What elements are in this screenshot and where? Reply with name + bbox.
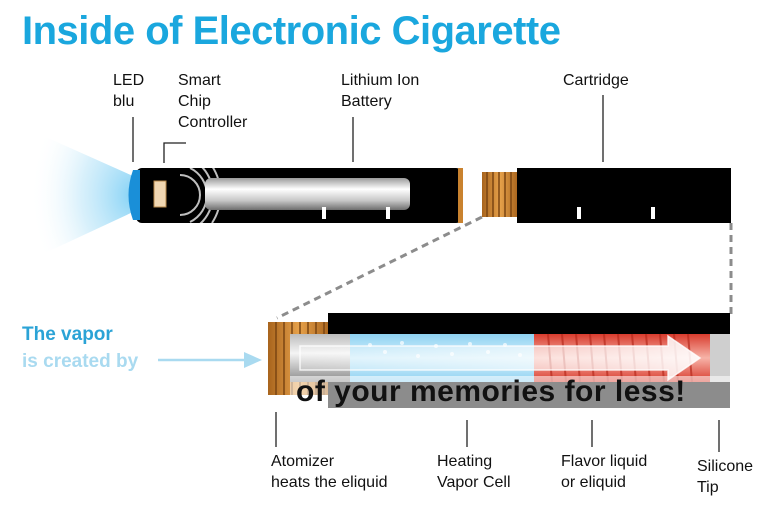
- label-flavor-liquid: Flavor liquid or eliquid: [561, 453, 648, 491]
- vapor-flow-arrow: [299, 334, 702, 382]
- led-glow: [30, 130, 133, 260]
- silicone-tip: [710, 334, 730, 382]
- led-light: [128, 170, 140, 220]
- label-smart-chip: Smart Chip Controller: [178, 72, 248, 131]
- diagram-title: Inside of Electronic Cigarette: [22, 9, 561, 53]
- label-battery: Lithium Ion Battery: [341, 72, 420, 110]
- overlay-caption: of your memories for less!: [296, 375, 686, 408]
- threaded-connector: [482, 172, 518, 217]
- cartridge-body: [517, 168, 731, 223]
- label-led: LED blu: [113, 72, 145, 110]
- label-atomizer: Atomizer heats the eliquid: [271, 453, 388, 491]
- vapor-callout-arrow: [244, 352, 262, 368]
- battery-cell: [205, 178, 410, 210]
- label-cartridge: Cartridge: [563, 72, 629, 89]
- label-silicone-tip: Silicone Tip: [697, 458, 754, 496]
- vapor-callout: The vapor is created by: [22, 321, 138, 375]
- vapor-callout-line1: The vapor: [22, 324, 113, 345]
- smart-chip: [153, 180, 167, 208]
- label-heating-vapor-cell: Heating Vapor Cell: [437, 453, 511, 491]
- vapor-callout-line2: is created by: [22, 351, 139, 372]
